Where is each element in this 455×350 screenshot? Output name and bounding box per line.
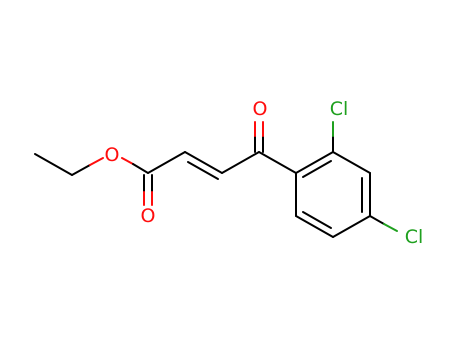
bond-alkene-double-outer [184, 151, 223, 174]
atom-label-o-ketone: O [253, 98, 268, 120]
ring-bond-c4-c5 [332, 215, 371, 238]
ring-bond-c1-c2 [295, 151, 334, 174]
bond-ring-cl-para-carbon [369, 215, 385, 225]
atom-label-cl-ortho: Cl [330, 98, 349, 120]
atom-label-cl-para: Cl [405, 226, 424, 248]
atom-label-o-ester: O [105, 144, 120, 166]
bond-ch3-ch2 [34, 153, 73, 176]
bond-ring-cl-para-cl [383, 223, 398, 232]
bond-c-alkene1 [147, 151, 186, 174]
bond-ch2-o-carbon-part [71, 164, 91, 176]
ring-inner-double-1 [302, 160, 332, 178]
bond-o-c-oxygen-part [121, 157, 134, 165]
ring-inner-double-3 [302, 211, 332, 229]
ring-bond-c5-c6 [295, 215, 334, 238]
bond-o-c-carbon-part [132, 163, 149, 174]
bond-alkene-double-inner [187, 161, 219, 180]
bond-ch2-o-oxygen-part [89, 157, 104, 166]
ring-bond-c2-c3 [332, 151, 371, 174]
atom-label-o-carbonyl-ester: O [141, 205, 156, 227]
bond-ketone-ring [258, 151, 297, 174]
bond-alkene2-ketone [221, 151, 260, 174]
